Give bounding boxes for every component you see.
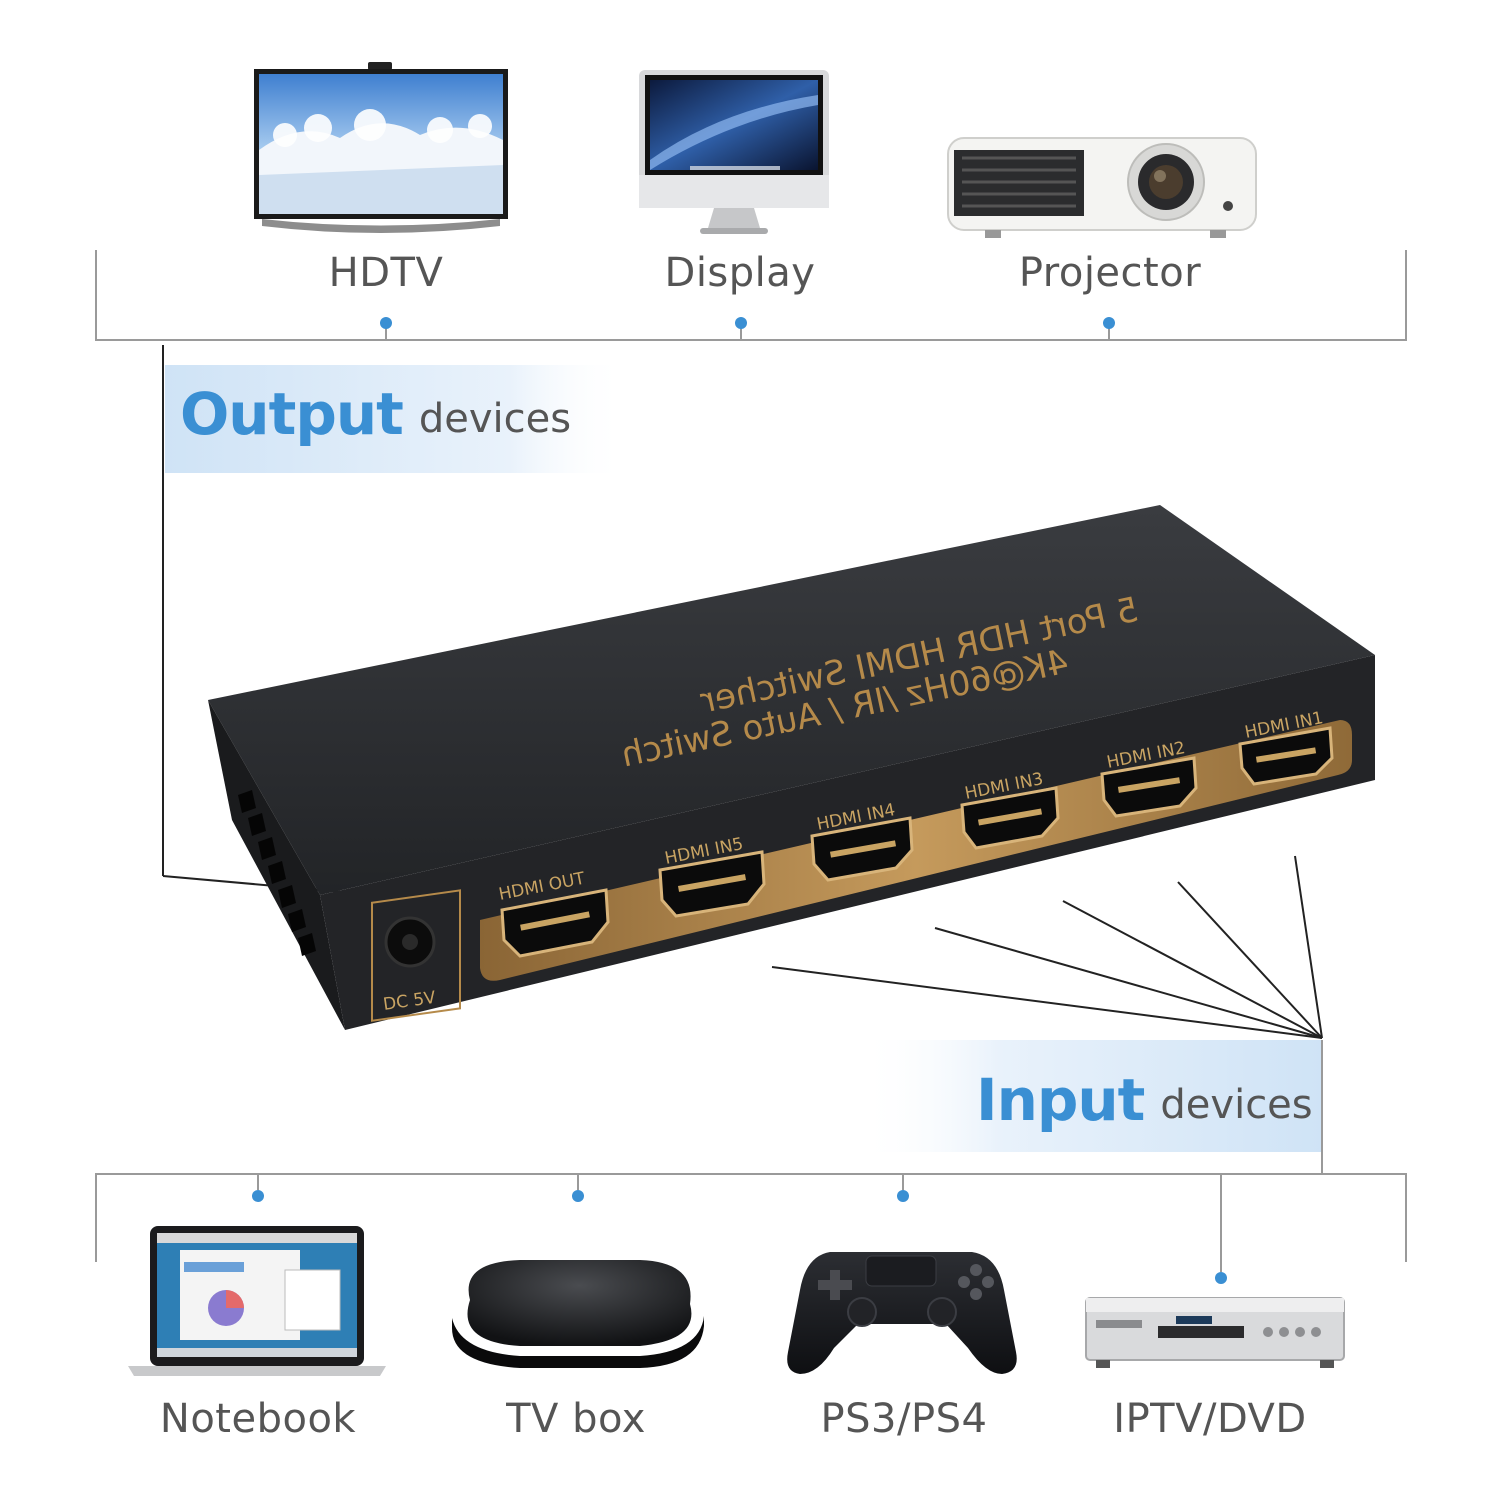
connector-dot-projector bbox=[1103, 317, 1115, 329]
hdmi-port-in5 bbox=[658, 850, 766, 918]
output-heading: Output devices bbox=[180, 380, 571, 448]
input-heading-big: Input bbox=[976, 1066, 1145, 1134]
connector-dot-ps bbox=[897, 1190, 909, 1202]
laptop-icon bbox=[128, 1226, 386, 1376]
input-connection-lines bbox=[771, 855, 1323, 1039]
device-label-tvbox: TV box bbox=[506, 1396, 646, 1442]
device-label-display: Display bbox=[664, 250, 816, 296]
hdmi-port-in3 bbox=[960, 786, 1060, 850]
projector-icon bbox=[947, 137, 1257, 238]
hdmi-switcher-device bbox=[208, 505, 1375, 1030]
device-label-iptv: IPTV/DVD bbox=[1113, 1396, 1307, 1442]
input-heading-band bbox=[860, 1040, 1322, 1152]
hdmi-port-in4 bbox=[810, 816, 914, 882]
device-label-notebook: Notebook bbox=[159, 1396, 357, 1442]
output-heading-small: devices bbox=[418, 396, 572, 442]
monitor-icon bbox=[639, 70, 829, 234]
output-heading-big: Output bbox=[180, 380, 404, 448]
device-label-ps: PS3/PS4 bbox=[820, 1396, 988, 1442]
connector-dot-hdtv bbox=[380, 317, 392, 329]
hdtv-icon bbox=[254, 62, 508, 233]
input-heading-small: devices bbox=[1160, 1082, 1313, 1128]
dvd-player-icon bbox=[1085, 1297, 1345, 1368]
gamepad-icon bbox=[787, 1252, 1017, 1374]
hdmi-port-in2 bbox=[1100, 756, 1198, 818]
connector-dot-notebook bbox=[252, 1190, 264, 1202]
device-label-hdtv: HDTV bbox=[328, 250, 444, 296]
connector-dot-iptv bbox=[1215, 1272, 1227, 1284]
tv-box-icon bbox=[452, 1260, 704, 1368]
connector-dot-tvbox bbox=[572, 1190, 584, 1202]
hdmi-port-in1 bbox=[1238, 726, 1334, 786]
connector-dot-display bbox=[735, 317, 747, 329]
input-heading: Input devices bbox=[976, 1066, 1313, 1134]
input-frame bbox=[95, 1040, 1407, 1272]
output-heading-band bbox=[165, 365, 625, 473]
device-label-projector: Projector bbox=[1018, 250, 1202, 296]
hdmi-port-out bbox=[500, 888, 610, 958]
